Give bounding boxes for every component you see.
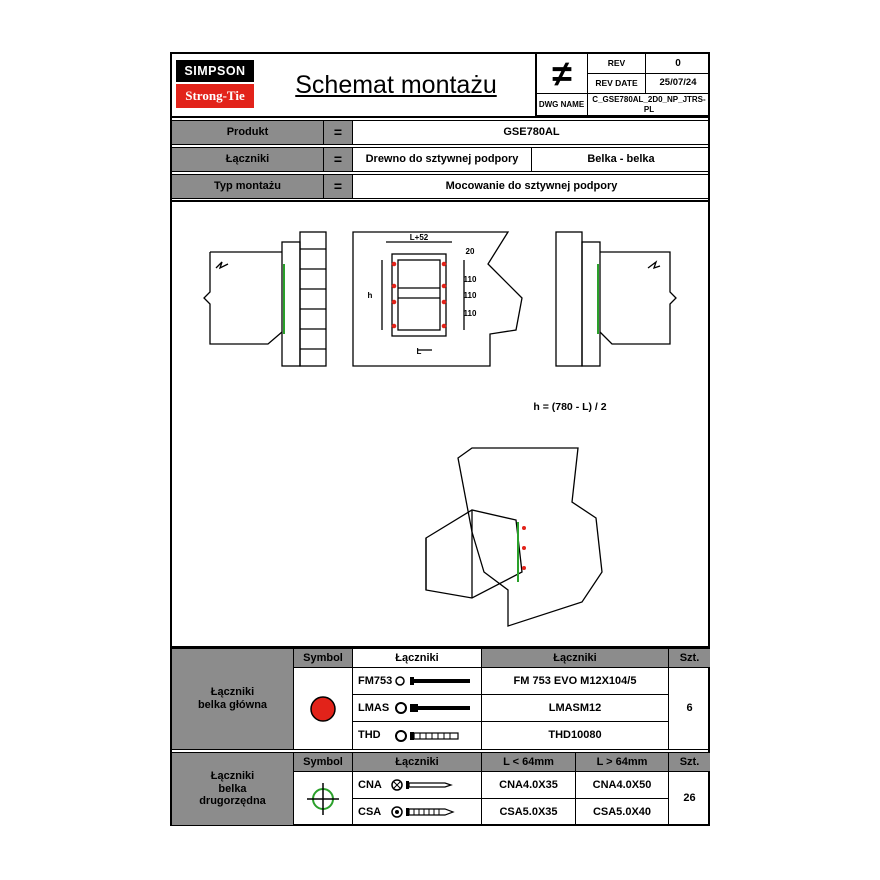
dim-20: 20 <box>466 247 475 256</box>
table1-fasteners-header-2: Łączniki <box>481 648 669 668</box>
not-equal-icon: ≠ <box>552 53 572 94</box>
produkt-equals: = <box>323 120 353 145</box>
table1-symbol <box>293 667 353 750</box>
installation-drawing: L+52 20 110 110 110 h L h = (780 - L) / … <box>203 231 677 627</box>
dim-110a: 110 <box>464 275 477 284</box>
simpson-logo: SIMPSON <box>176 60 254 82</box>
table1-group-label-2: belka główna <box>197 699 268 711</box>
dim-top: L+52 <box>410 233 429 242</box>
table2-group-label-2: belka <box>218 782 247 795</box>
drawing-sheet: SIMPSON Strong-Tie Schemat montażu ≠ REV… <box>170 52 710 826</box>
table2-row-2-lt: CSA5.0X35 <box>481 798 576 826</box>
typ-value: Mocowanie do sztywnej podpory <box>352 174 710 199</box>
table2-qty-header: Szt. <box>668 752 710 772</box>
logo-top-text: SIMPSON <box>184 64 246 78</box>
table2-fasteners-header: Łączniki <box>352 752 482 772</box>
nail-icon <box>391 779 453 791</box>
table2-col-lt: L < 64mm <box>481 752 576 772</box>
rev-label: REV <box>587 54 646 74</box>
dim-110c: 110 <box>464 309 477 318</box>
table2-row-1-lt: CNA4.0X35 <box>481 771 576 799</box>
table2-group-label: Łączniki belka drugorzędna <box>172 752 294 826</box>
produkt-label: Produkt <box>172 120 324 145</box>
formula: h = (780 - L) / 2 <box>533 401 606 413</box>
table1-symbol-header: Symbol <box>293 648 353 668</box>
laczniki-label: Łączniki <box>172 147 324 172</box>
table2-symbol-header: Symbol <box>293 752 353 772</box>
laczniki-value-2: Belka - belka <box>531 147 710 172</box>
table1-fasteners-header: Łączniki <box>352 648 482 668</box>
screw-icon <box>391 806 455 818</box>
table2-row-1-gt: CNA4.0X50 <box>575 771 669 799</box>
page-title: Schemat montażu <box>295 70 497 99</box>
typ-equals: = <box>323 174 353 199</box>
red-dot-icon <box>310 695 336 722</box>
laczniki-value-1: Drewno do sztywnej podpory <box>352 147 532 172</box>
table2-row-2-code-text: CSA <box>358 805 382 818</box>
table1-row-1-code: FM753 <box>352 667 482 695</box>
table1-row-3-name: THD10080 <box>481 721 669 750</box>
table1-row-1-name: FM 753 EVO M12X104/5 <box>481 667 669 695</box>
table2-col-gt: L > 64mm <box>575 752 669 772</box>
table2-qty: 26 <box>668 771 710 826</box>
table1-row-3-code: THD <box>352 721 482 750</box>
table1-row-2-code-text: LMAS <box>358 701 390 714</box>
strongtie-logo: Strong-Tie <box>176 84 254 108</box>
table2-row-2-gt: CSA5.0X40 <box>575 798 669 826</box>
laczniki-equals: = <box>323 147 353 172</box>
table2-symbol <box>293 771 353 826</box>
front-view <box>352 231 523 367</box>
table2-group-label-1: Łączniki <box>210 770 255 783</box>
table2-row-1-code-text: CNA <box>358 778 382 791</box>
table1-qty: 6 <box>668 667 710 750</box>
table1-group-label: Łączniki belka główna <box>172 648 294 750</box>
dwg-name-label: DWG NAME <box>535 93 588 116</box>
left-side-view <box>203 231 327 367</box>
table1-row-3-code-text: THD <box>358 729 381 742</box>
table1-group-label-1: Łączniki <box>210 686 255 699</box>
table2-row-2-code: CSA <box>352 798 482 826</box>
dwg-name-value: C_GSE780AL_2D0_NP_JTRS-PL <box>587 93 710 116</box>
rev-date-value: 25/07/24 <box>645 73 710 94</box>
right-side-view <box>555 231 677 367</box>
crosshair-icon <box>307 782 339 815</box>
dim-L: L <box>417 347 422 356</box>
isometric-view <box>425 447 603 627</box>
table1-row-1-code-text: FM753 <box>358 674 393 687</box>
produkt-value: GSE780AL <box>352 120 710 145</box>
table1-row-2-name: LMASM12 <box>481 694 669 722</box>
table1-row-2-code: LMAS <box>352 694 482 722</box>
table2-row-1-code: CNA <box>352 771 482 799</box>
rev-date-label: REV DATE <box>587 73 646 94</box>
table2-group-label-3: drugorzędna <box>199 795 266 808</box>
dim-h: h <box>368 291 373 300</box>
anchor-bolt-icon <box>395 676 470 686</box>
logo-bottom-text: Strong-Tie <box>185 88 245 103</box>
washer-nut-icon <box>395 702 470 714</box>
typ-label: Typ montażu <box>172 174 324 199</box>
rev-value: 0 <box>645 54 710 74</box>
dim-110b: 110 <box>464 291 477 300</box>
table1-qty-header: Szt. <box>668 648 710 668</box>
screw-anchor-icon <box>395 729 459 742</box>
